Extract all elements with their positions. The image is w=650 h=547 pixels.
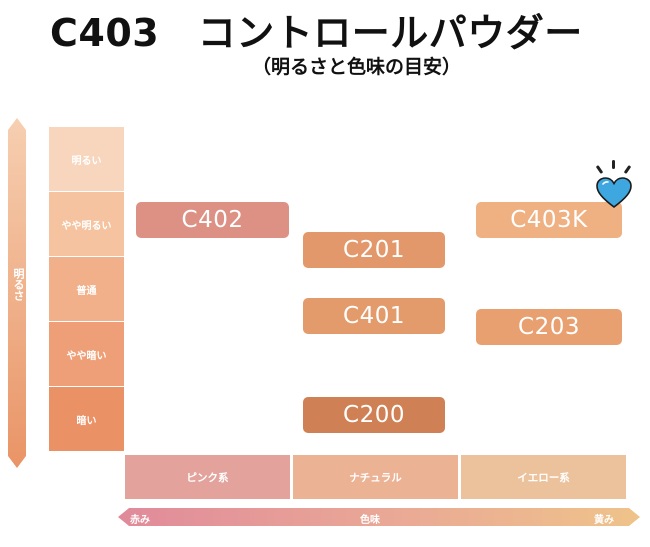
heart-icon-group [594,160,634,215]
hue-axis-left-label: 赤み [130,515,150,526]
brightness-level-bright: 明るい [49,127,124,191]
brightness-level-slightly-bright: やや明るい [49,192,124,256]
shade-c201: C201 [303,232,445,268]
shade-c203: C203 [476,309,622,345]
heart-icon [596,177,632,209]
hue-axis-right-label: 黄み [594,515,614,526]
brightness-arrow [8,118,26,468]
shade-c402: C402 [136,202,289,238]
sparkle-icon [595,164,604,175]
hue-arrow [118,508,640,526]
brightness-level-slightly-dark: やや暗い [49,322,124,386]
hue-axis-label: 色味 [360,515,380,526]
brightness-level-dark: 暗い [49,387,124,451]
hue-category-yellow: イエロー系 [461,455,626,499]
hue-category-natural: ナチュラル [293,455,458,499]
brightness-level-normal: 普通 [49,257,124,321]
hue-category-pink: ピンク系 [125,455,290,499]
shade-c403k: C403K [476,202,622,238]
sparkle-icon [623,164,632,175]
page-title: C403 コントロールパウダー [50,11,583,55]
shade-c401: C401 [303,298,445,334]
page-subtitle: （明るさと色味の目安） [252,56,462,78]
shade-c200: C200 [303,397,445,433]
sparkle-icon [612,160,615,169]
brightness-axis-label: 明るさ [12,268,25,301]
